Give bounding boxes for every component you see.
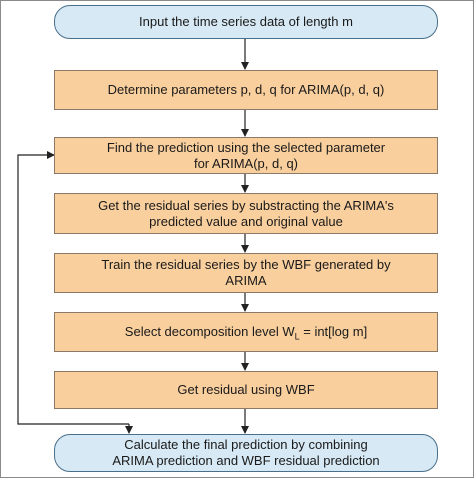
step-residual-series-line2: predicted value and original value xyxy=(149,213,343,229)
step-decomposition-level-label: Select decomposition level WL = int[log … xyxy=(124,324,368,342)
step-train-residual-line1: Train the residual series by the WBF gen… xyxy=(101,257,391,272)
feedback-loop-line xyxy=(17,151,129,425)
step-residual-series: Get the residual series by substracting … xyxy=(54,193,438,234)
decomposition-text-prefix: Select decomposition level W xyxy=(124,324,295,339)
step-get-residual-wbf: Get residual using WBF xyxy=(54,371,438,409)
step-final-prediction-line1: Calculate the final prediction by combin… xyxy=(124,437,368,452)
step-residual-series-line1: Get the residual series by substracting … xyxy=(98,197,394,213)
step-get-residual-wbf-label: Get residual using WBF xyxy=(177,382,315,397)
step-find-prediction-line2: for ARIMA(p, d, q) xyxy=(193,155,299,171)
step-train-residual: Train the residual series by the WBF gen… xyxy=(54,253,438,293)
step-determine-parameters: Determine parameters p, d, q for ARIMA(p… xyxy=(54,70,438,110)
step-input: Input the time series data of length m xyxy=(54,5,438,39)
step-decomposition-level: Select decomposition level WL = int[log … xyxy=(54,312,438,352)
step-final-prediction-line2: ARIMA prediction and WBF residual predic… xyxy=(112,453,380,468)
step-find-prediction-line1: Find the prediction using the selected p… xyxy=(106,139,386,155)
step-find-prediction: Find the prediction using the selected p… xyxy=(54,137,438,174)
decomposition-subscript: L xyxy=(294,331,300,342)
step-input-label: Input the time series data of length m xyxy=(139,14,353,29)
step-final-prediction: Calculate the final prediction by combin… xyxy=(54,434,438,472)
step-train-residual-line2: ARIMA xyxy=(225,273,267,288)
step-determine-parameters-label: Determine parameters p, d, q for ARIMA(p… xyxy=(107,82,385,97)
decomposition-text-suffix: = int[log m] xyxy=(299,324,368,339)
